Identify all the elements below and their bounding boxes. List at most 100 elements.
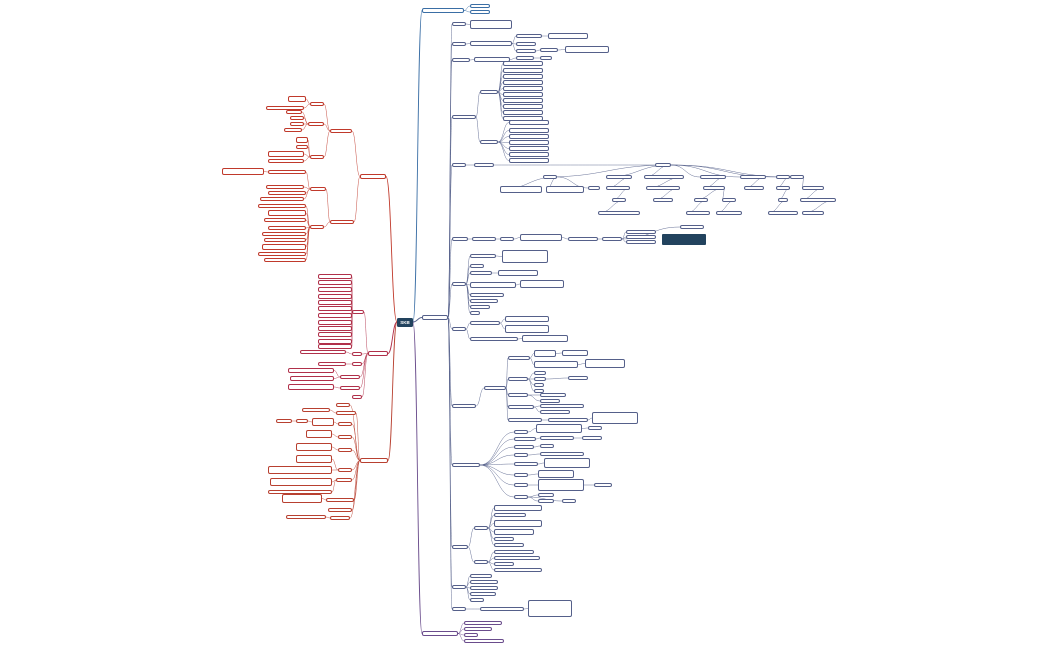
topic-node[interactable] [516, 42, 536, 46]
topic-node[interactable] [288, 384, 334, 390]
topic-node[interactable] [470, 4, 490, 8]
topic-node[interactable] [509, 128, 549, 133]
topic-node[interactable] [470, 586, 498, 590]
topic-node[interactable] [744, 186, 764, 190]
topic-node[interactable] [452, 585, 466, 589]
topic-node[interactable] [653, 198, 673, 202]
topic-node[interactable] [470, 264, 484, 268]
topic-node[interactable] [548, 418, 588, 422]
topic-node[interactable] [514, 445, 534, 449]
topic-node[interactable] [452, 327, 466, 331]
main-branch-node[interactable] [422, 315, 448, 320]
topic-node[interactable] [514, 473, 528, 477]
topic-node[interactable] [626, 240, 656, 244]
topic-node[interactable] [296, 455, 332, 463]
topic-node[interactable] [768, 211, 798, 215]
topic-node[interactable] [646, 186, 680, 190]
topic-node[interactable] [508, 418, 542, 422]
topic-node[interactable] [282, 494, 322, 503]
topic-node[interactable] [534, 389, 544, 393]
topic-node[interactable] [330, 220, 354, 224]
topic-node[interactable] [318, 274, 352, 279]
topic-node[interactable] [565, 46, 609, 53]
topic-node[interactable] [470, 41, 512, 46]
topic-node[interactable] [602, 237, 622, 241]
topic-node[interactable] [338, 468, 352, 472]
topic-node[interactable] [464, 627, 492, 631]
topic-node[interactable] [306, 430, 332, 438]
topic-node[interactable] [508, 377, 528, 381]
topic-node[interactable] [290, 116, 304, 120]
topic-node[interactable] [452, 237, 468, 241]
topic-node[interactable] [498, 270, 538, 276]
topic-node[interactable] [534, 377, 546, 381]
topic-node[interactable] [480, 140, 498, 144]
topic-node[interactable] [568, 237, 598, 241]
topic-node[interactable] [543, 175, 557, 179]
topic-node[interactable] [582, 436, 602, 440]
topic-node[interactable] [480, 90, 498, 94]
main-branch-node[interactable] [422, 631, 458, 636]
topic-node[interactable] [514, 430, 528, 434]
topic-node[interactable] [318, 287, 352, 292]
topic-node[interactable] [534, 371, 546, 375]
topic-node[interactable] [352, 310, 364, 314]
topic-node[interactable] [310, 187, 326, 191]
topic-node[interactable] [452, 463, 480, 467]
topic-node[interactable] [338, 448, 352, 452]
topic-node[interactable] [266, 185, 304, 189]
topic-node[interactable] [700, 175, 726, 179]
topic-node[interactable] [290, 376, 334, 381]
topic-node[interactable] [494, 568, 542, 572]
topic-node[interactable] [540, 436, 574, 440]
topic-node[interactable] [503, 104, 543, 109]
topic-node[interactable] [464, 621, 502, 625]
topic-node[interactable] [494, 513, 526, 517]
topic-node[interactable] [470, 311, 480, 315]
topic-node[interactable] [612, 198, 626, 202]
topic-node[interactable] [318, 320, 352, 325]
topic-node[interactable] [264, 218, 306, 222]
topic-node[interactable] [470, 254, 496, 258]
topic-node[interactable] [470, 580, 498, 584]
topic-node[interactable] [536, 424, 582, 433]
main-branch-node[interactable] [360, 174, 386, 179]
topic-node[interactable] [680, 225, 704, 229]
topic-node[interactable] [594, 483, 612, 487]
topic-node[interactable] [508, 405, 534, 409]
topic-node[interactable] [502, 250, 548, 263]
topic-node[interactable] [503, 92, 543, 97]
topic-node[interactable] [328, 508, 352, 512]
topic-node[interactable] [520, 280, 564, 288]
topic-node[interactable] [260, 197, 304, 201]
topic-node[interactable] [508, 393, 528, 397]
topic-node[interactable] [262, 244, 306, 250]
topic-node[interactable] [318, 344, 352, 349]
topic-node[interactable] [452, 282, 466, 286]
topic-node[interactable] [284, 128, 302, 132]
topic-node[interactable] [470, 293, 504, 297]
topic-node[interactable] [312, 418, 334, 426]
topic-node[interactable] [470, 598, 484, 602]
topic-node[interactable] [264, 238, 306, 242]
topic-node[interactable] [509, 146, 549, 151]
topic-node[interactable] [452, 42, 466, 46]
topic-node[interactable] [330, 516, 350, 520]
topic-node[interactable] [470, 299, 498, 303]
main-branch-node[interactable] [422, 8, 464, 13]
topic-node[interactable] [703, 186, 725, 190]
topic-node[interactable] [352, 352, 362, 356]
topic-node[interactable] [452, 607, 466, 611]
topic-node[interactable] [340, 375, 360, 379]
topic-node[interactable] [286, 515, 326, 519]
topic-node[interactable] [452, 115, 476, 119]
topic-node[interactable] [520, 234, 562, 241]
topic-node[interactable] [452, 545, 468, 549]
topic-node[interactable] [494, 529, 534, 535]
topic-node[interactable] [562, 499, 576, 503]
topic-node[interactable] [778, 198, 788, 202]
topic-node[interactable] [452, 163, 466, 167]
topic-node[interactable] [268, 490, 332, 494]
main-branch-node[interactable] [360, 458, 388, 463]
topic-node[interactable] [258, 204, 306, 208]
